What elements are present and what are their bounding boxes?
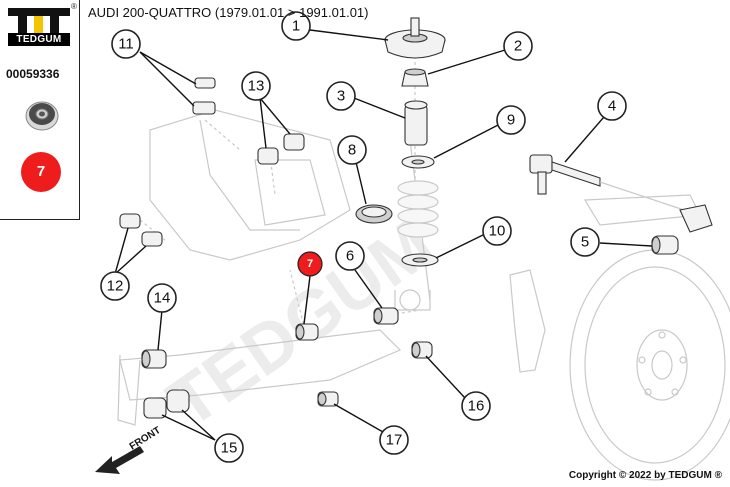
part-bush-7 bbox=[295, 323, 319, 341]
callout-1-label: 1 bbox=[292, 18, 300, 35]
callout-14: 14 bbox=[147, 283, 177, 313]
callout-10: 10 bbox=[482, 216, 512, 246]
part-thrust-bearing bbox=[355, 204, 393, 224]
part-protection-tube bbox=[404, 100, 428, 146]
callout-12: 12 bbox=[100, 271, 130, 301]
callout-11-label: 11 bbox=[118, 36, 134, 53]
callout-7: 7 bbox=[297, 251, 323, 277]
front-label: FRONT bbox=[128, 425, 163, 453]
part-bush-14 bbox=[141, 349, 167, 369]
callout-5-label: 5 bbox=[581, 234, 589, 251]
highlighted-item-badge: 7 bbox=[21, 152, 61, 192]
callout-6: 6 bbox=[335, 241, 365, 271]
callout-16-label: 16 bbox=[468, 398, 485, 415]
part-bush-17 bbox=[317, 391, 339, 407]
leader-lines bbox=[114, 29, 653, 441]
callout-3-label: 3 bbox=[337, 88, 345, 105]
callout-4-label: 4 bbox=[608, 98, 616, 115]
bushing-thumbnail-icon bbox=[20, 92, 64, 136]
brand-reg-mark: ® bbox=[71, 2, 77, 11]
callout-4: 4 bbox=[597, 91, 627, 121]
callout-6-label: 6 bbox=[346, 248, 354, 265]
callout-5: 5 bbox=[570, 227, 600, 257]
callout-3: 3 bbox=[326, 81, 356, 111]
callout-13: 13 bbox=[241, 71, 271, 101]
part-bush-12 bbox=[119, 213, 163, 247]
part-bush-6 bbox=[373, 307, 399, 325]
part-bump-stop bbox=[401, 68, 429, 87]
callout-15-label: 15 bbox=[221, 440, 238, 457]
callout-17-label: 17 bbox=[386, 432, 403, 449]
part-spring-seat bbox=[401, 253, 439, 267]
part-bush-11 bbox=[192, 77, 216, 115]
tedgum-logo-icon bbox=[8, 8, 70, 33]
part-bush-15 bbox=[143, 389, 190, 419]
part-bush-5 bbox=[651, 235, 679, 255]
part-strut-mount bbox=[384, 17, 446, 59]
part-info-panel: TEDGUM ® 00059336 7 bbox=[0, 0, 80, 220]
copyright-notice: Copyright © 2022 by TEDGUM ® bbox=[568, 470, 722, 481]
callout-13-label: 13 bbox=[248, 78, 265, 95]
callout-12-label: 12 bbox=[107, 278, 124, 295]
wheel-hub-outline bbox=[569, 249, 730, 481]
callout-10-label: 10 bbox=[489, 223, 506, 240]
callout-11: 11 bbox=[111, 29, 141, 59]
callout-17: 17 bbox=[379, 425, 409, 455]
front-direction-arrow: FRONT bbox=[95, 425, 163, 474]
callout-9: 9 bbox=[496, 105, 526, 135]
brand-name: TEDGUM bbox=[8, 33, 70, 46]
part-coil-spring bbox=[397, 180, 439, 238]
callout-7-label: 7 bbox=[307, 258, 313, 270]
callout-9-label: 9 bbox=[507, 112, 515, 129]
callout-15: 15 bbox=[214, 433, 244, 463]
part-bush-13 bbox=[257, 133, 305, 165]
callout-14-label: 14 bbox=[154, 290, 171, 307]
callout-8-label: 8 bbox=[348, 142, 356, 159]
part-bush-16 bbox=[411, 341, 433, 359]
callout-1: 1 bbox=[281, 11, 311, 41]
part-bearing-washer bbox=[401, 155, 435, 169]
vehicle-title: AUDI 200-QUATTRO (1979.01.01 > 1991.01.0… bbox=[88, 5, 369, 20]
callout-8: 8 bbox=[337, 135, 367, 165]
part-number: 00059336 bbox=[6, 67, 60, 81]
callout-2-label: 2 bbox=[514, 38, 522, 55]
callout-2: 2 bbox=[503, 31, 533, 61]
part-tie-rod bbox=[529, 154, 713, 233]
callout-16: 16 bbox=[461, 391, 491, 421]
